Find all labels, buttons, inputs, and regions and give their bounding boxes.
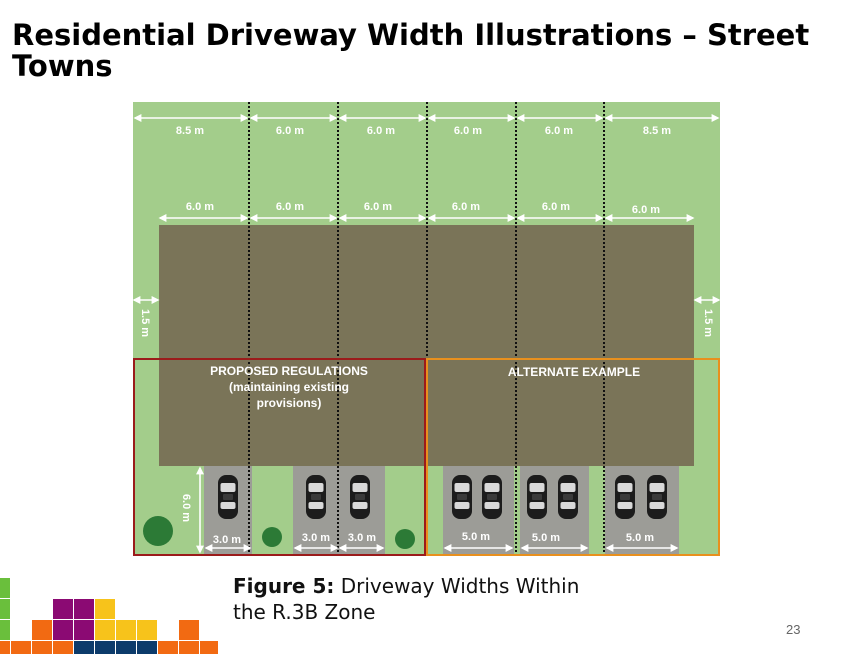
- car-icon: [615, 475, 635, 519]
- lot-width-label: 8.5 m: [643, 125, 671, 137]
- figure-caption: Figure 5: Driveway Widths Within the R.3…: [233, 573, 653, 625]
- car-icon: [482, 475, 502, 519]
- tree-icon: [262, 527, 282, 547]
- car-icon: [527, 475, 547, 519]
- lot-width-label: 6.0 m: [454, 125, 482, 137]
- tree-icon: [395, 529, 415, 549]
- proposed-regulations-sublabel: (maintaining existing: [229, 380, 349, 394]
- page-number: 23: [786, 622, 801, 637]
- lot-width-label: 6.0 m: [276, 125, 304, 137]
- unit-width-label: 6.0 m: [276, 201, 304, 213]
- unit-width-label: 6.0 m: [542, 201, 570, 213]
- figure-caption-label: Figure 5:: [233, 574, 335, 598]
- car-icon: [452, 475, 472, 519]
- proposed-regulations-label: PROPOSED REGULATIONS: [210, 364, 368, 378]
- alternate-example-label: ALTERNATE EXAMPLE: [508, 365, 640, 379]
- side-setback-label: 1.5 m: [702, 309, 714, 337]
- driveway-width-label: 5.0 m: [626, 532, 654, 544]
- proposed-regulations-sublabel: provisions): [257, 396, 322, 410]
- driveway-width-label: 5.0 m: [462, 531, 490, 543]
- car-icon: [350, 475, 370, 519]
- unit-width-label: 6.0 m: [364, 201, 392, 213]
- driveway-width-label: 3.0 m: [302, 532, 330, 544]
- figure-caption-text: the R.3B Zone: [233, 600, 376, 624]
- car-icon: [306, 475, 326, 519]
- unit-width-label: 6.0 m: [452, 201, 480, 213]
- proposed-regulations-box: [133, 358, 426, 556]
- page-title: Residential Driveway Width Illustrations…: [12, 18, 810, 83]
- car-icon: [558, 475, 578, 519]
- lot-width-label: 6.0 m: [367, 125, 395, 137]
- driveway-width-label: 5.0 m: [532, 532, 560, 544]
- driveway-depth-label: 6.0 m: [180, 494, 192, 522]
- driveway-width-label: 3.0 m: [348, 532, 376, 544]
- unit-width-label: 6.0 m: [186, 201, 214, 213]
- side-setback-label: 1.5 m: [139, 309, 151, 337]
- lot-width-label: 8.5 m: [176, 125, 204, 137]
- tree-icon: [143, 516, 173, 546]
- car-icon: [647, 475, 667, 519]
- car-icon: [218, 475, 238, 519]
- corner-pixel-logo: [0, 578, 218, 654]
- lot-width-label: 6.0 m: [545, 125, 573, 137]
- figure-caption-text: Driveway Widths Within: [334, 574, 580, 598]
- unit-width-label: 6.0 m: [632, 204, 660, 216]
- alternate-example-box: [426, 358, 720, 556]
- driveway-width-label: 3.0 m: [213, 534, 241, 546]
